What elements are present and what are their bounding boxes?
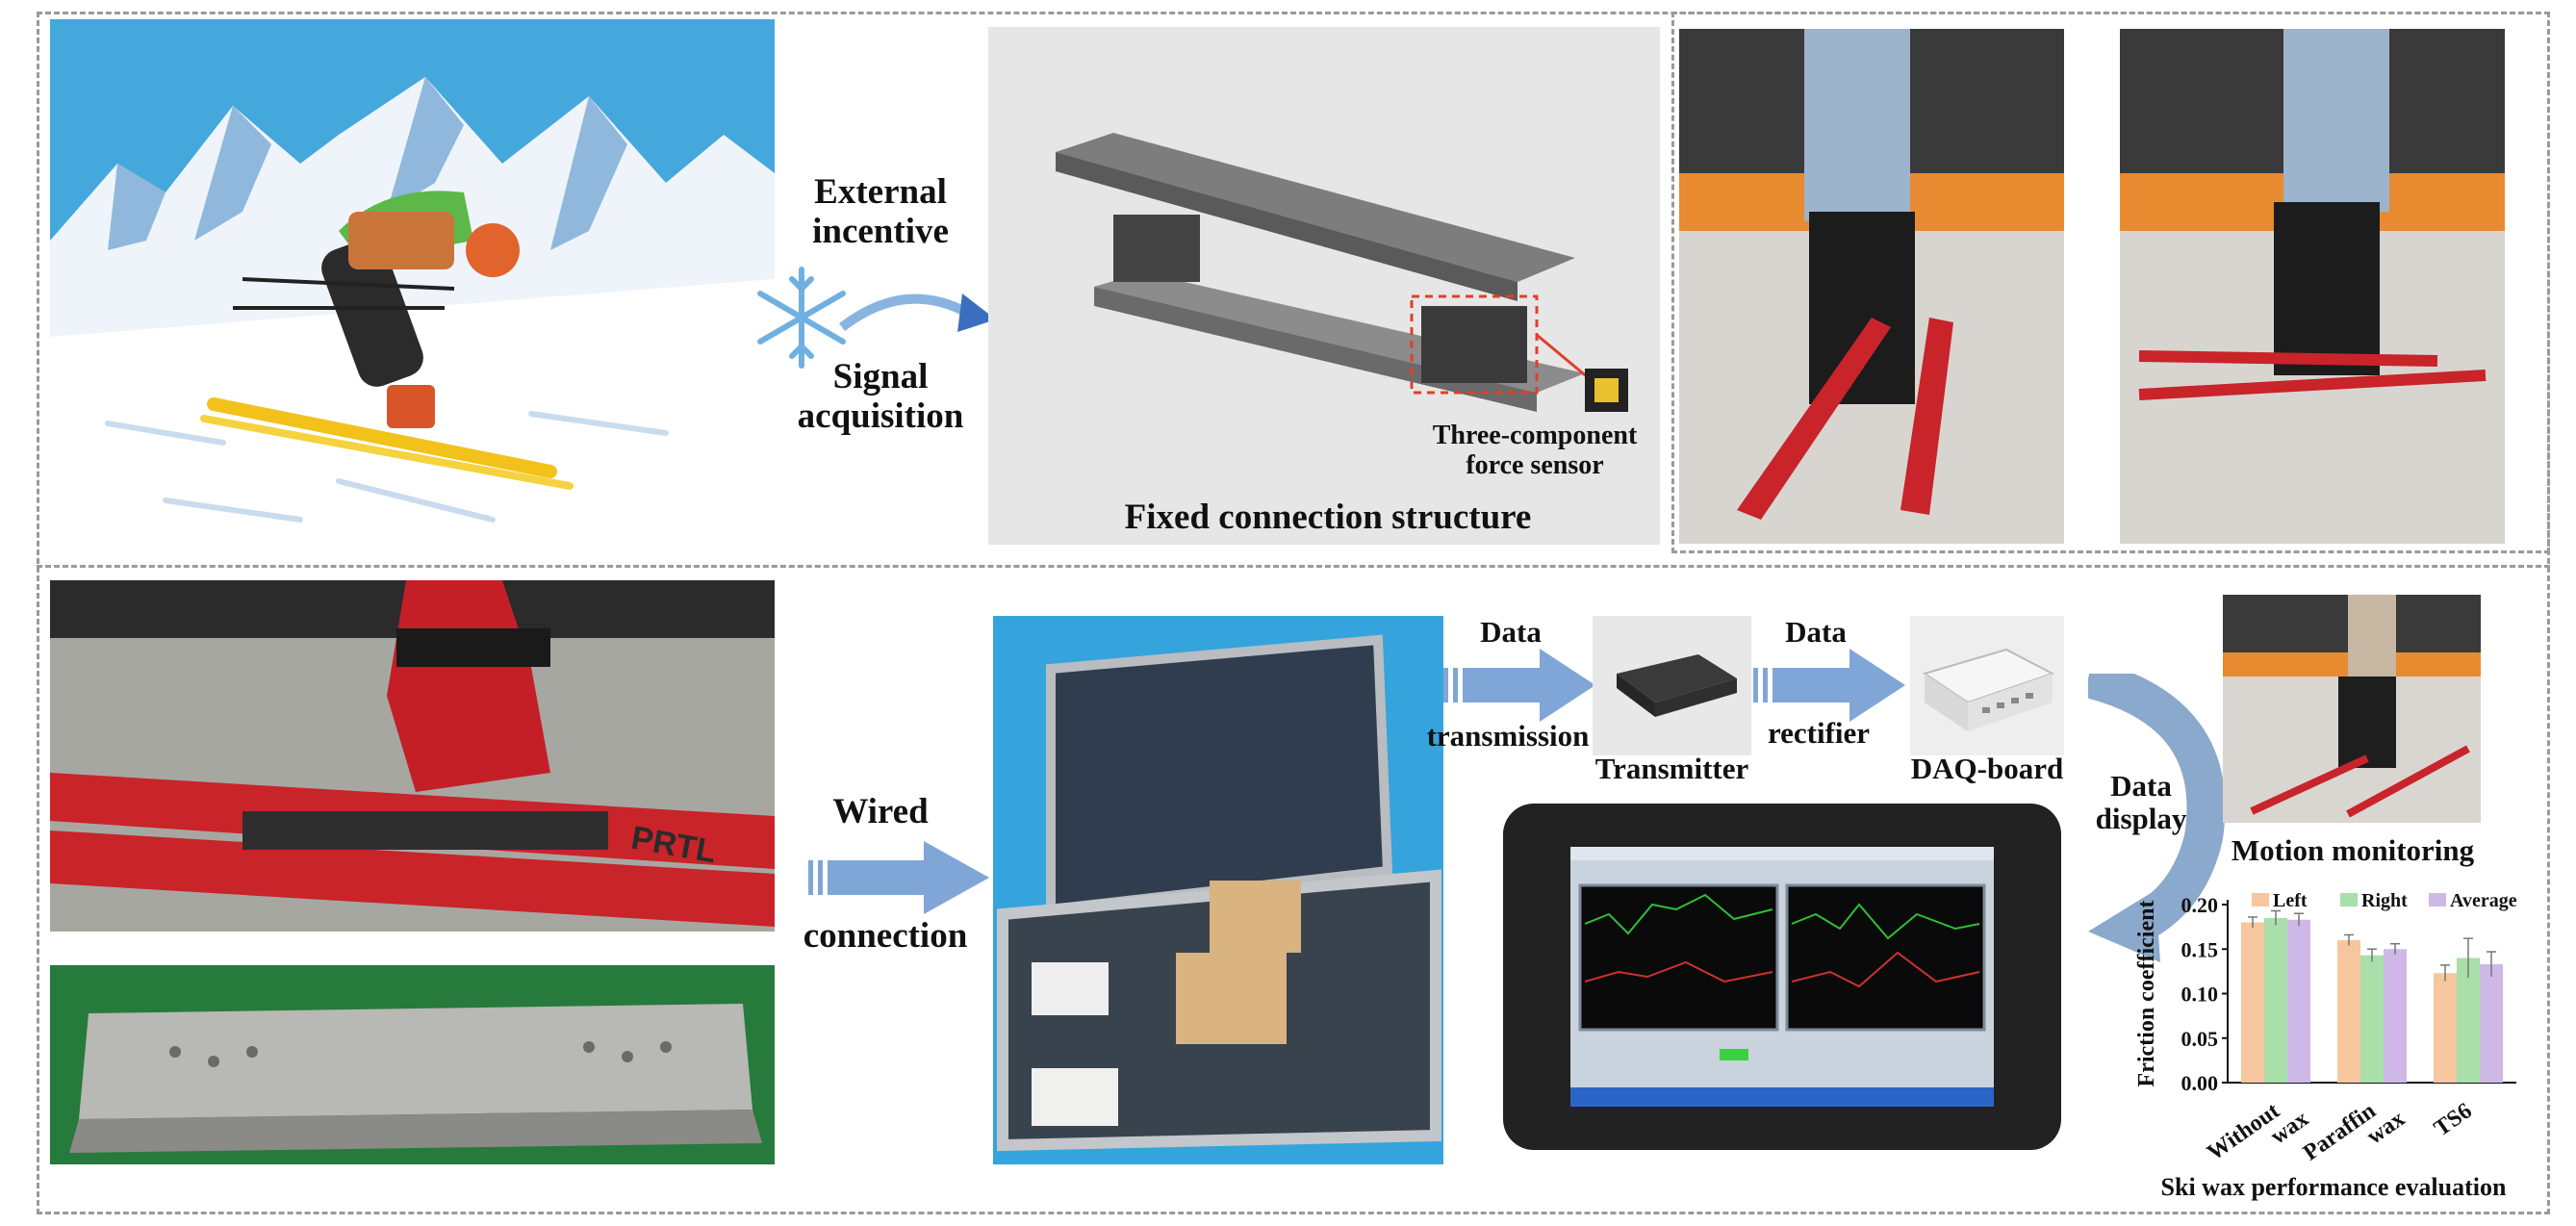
external-incentive-label: External incentive xyxy=(812,172,949,251)
legend-swatch-right xyxy=(2340,893,2358,907)
rectifier-label: rectifier xyxy=(1767,716,1871,750)
motion-monitoring-label: Motion monitoring xyxy=(2231,833,2475,867)
data-display-label: Data display xyxy=(2095,769,2187,836)
bar-left xyxy=(2434,973,2457,1083)
transmitter-image xyxy=(1593,616,1751,755)
ski-boot-photo xyxy=(50,580,775,932)
category-label-word: TS6 xyxy=(2430,1098,2477,1141)
outer-frame xyxy=(37,12,2550,1214)
signal-acquisition-label: Signal acquisition xyxy=(797,357,964,436)
tablet-device xyxy=(1503,804,2061,1150)
legend-label-left: Left xyxy=(2273,890,2308,911)
wired-label: Wired xyxy=(832,792,929,831)
snowflake-icon xyxy=(749,265,854,370)
legend-swatch-average xyxy=(2429,893,2446,907)
tablet-screen xyxy=(1570,847,1994,1107)
y-tick-label: 0.05 xyxy=(2181,1027,2219,1051)
fixed-connection-structure-render xyxy=(988,27,1660,545)
bar-average xyxy=(2287,919,2310,1083)
data-acquisition-case-photo xyxy=(993,616,1443,1164)
bar-right xyxy=(2264,917,2287,1083)
transmission-label: transmission xyxy=(1426,719,1590,753)
curved-arrow-icon xyxy=(837,269,1001,346)
bar-left xyxy=(2337,940,2360,1083)
motion-monitoring-photo xyxy=(2223,595,2481,823)
bar-average xyxy=(2384,949,2407,1083)
data-rectifier-arrow xyxy=(1753,647,1907,724)
y-axis-label: Friction coefficient xyxy=(2134,901,2159,1087)
aluminum-plate-photo xyxy=(50,965,775,1164)
daq-board-label: DAQ-board xyxy=(1910,752,2064,785)
y-tick-label: 0.10 xyxy=(2181,983,2219,1007)
friction-chart-svg: 0.00 0.05 0.10 0.15 0.20 Friction coefficient… xyxy=(2134,890,2517,1166)
data-transmission-arrow xyxy=(1443,647,1597,724)
data-label-2: Data xyxy=(1785,615,1847,649)
bar-right xyxy=(2457,958,2480,1083)
data-label-1: Data xyxy=(1480,615,1542,649)
bar-average xyxy=(2480,963,2503,1083)
connection-label: connection xyxy=(803,916,968,956)
bar-right xyxy=(2360,955,2384,1083)
ski-wax-eval-label: Ski wax performance evaluation xyxy=(2160,1173,2507,1201)
skier-side-photo xyxy=(2120,29,2505,544)
transmitter-label: Transmitter xyxy=(1594,752,1749,785)
y-tick-label: 0.00 xyxy=(2181,1071,2219,1095)
wired-connection-arrow xyxy=(808,839,991,916)
three-component-sensor-label: Three-component force sensor xyxy=(1432,421,1638,480)
daq-board-image xyxy=(1910,616,2064,755)
fixed-connection-structure-label: Fixed connection structure xyxy=(1124,498,1532,537)
middle-divider xyxy=(37,565,2550,568)
y-tick-label: 0.20 xyxy=(2181,893,2219,917)
category-label: TS6 xyxy=(2430,1098,2477,1141)
friction-chart: 0.00 0.05 0.10 0.15 0.20 Friction coefficient… xyxy=(2127,885,2531,1174)
legend-label-average: Average xyxy=(2450,890,2517,911)
top-right-frame xyxy=(1671,12,2550,553)
y-tick-label: 0.15 xyxy=(2181,937,2219,961)
skier-illustration xyxy=(50,19,775,549)
skier-front-photo xyxy=(1679,29,2064,544)
legend-label-right: Right xyxy=(2361,890,2408,911)
legend-swatch-left xyxy=(2252,893,2269,907)
bar-left xyxy=(2241,922,2264,1083)
data-display-arrow xyxy=(2088,674,2232,962)
